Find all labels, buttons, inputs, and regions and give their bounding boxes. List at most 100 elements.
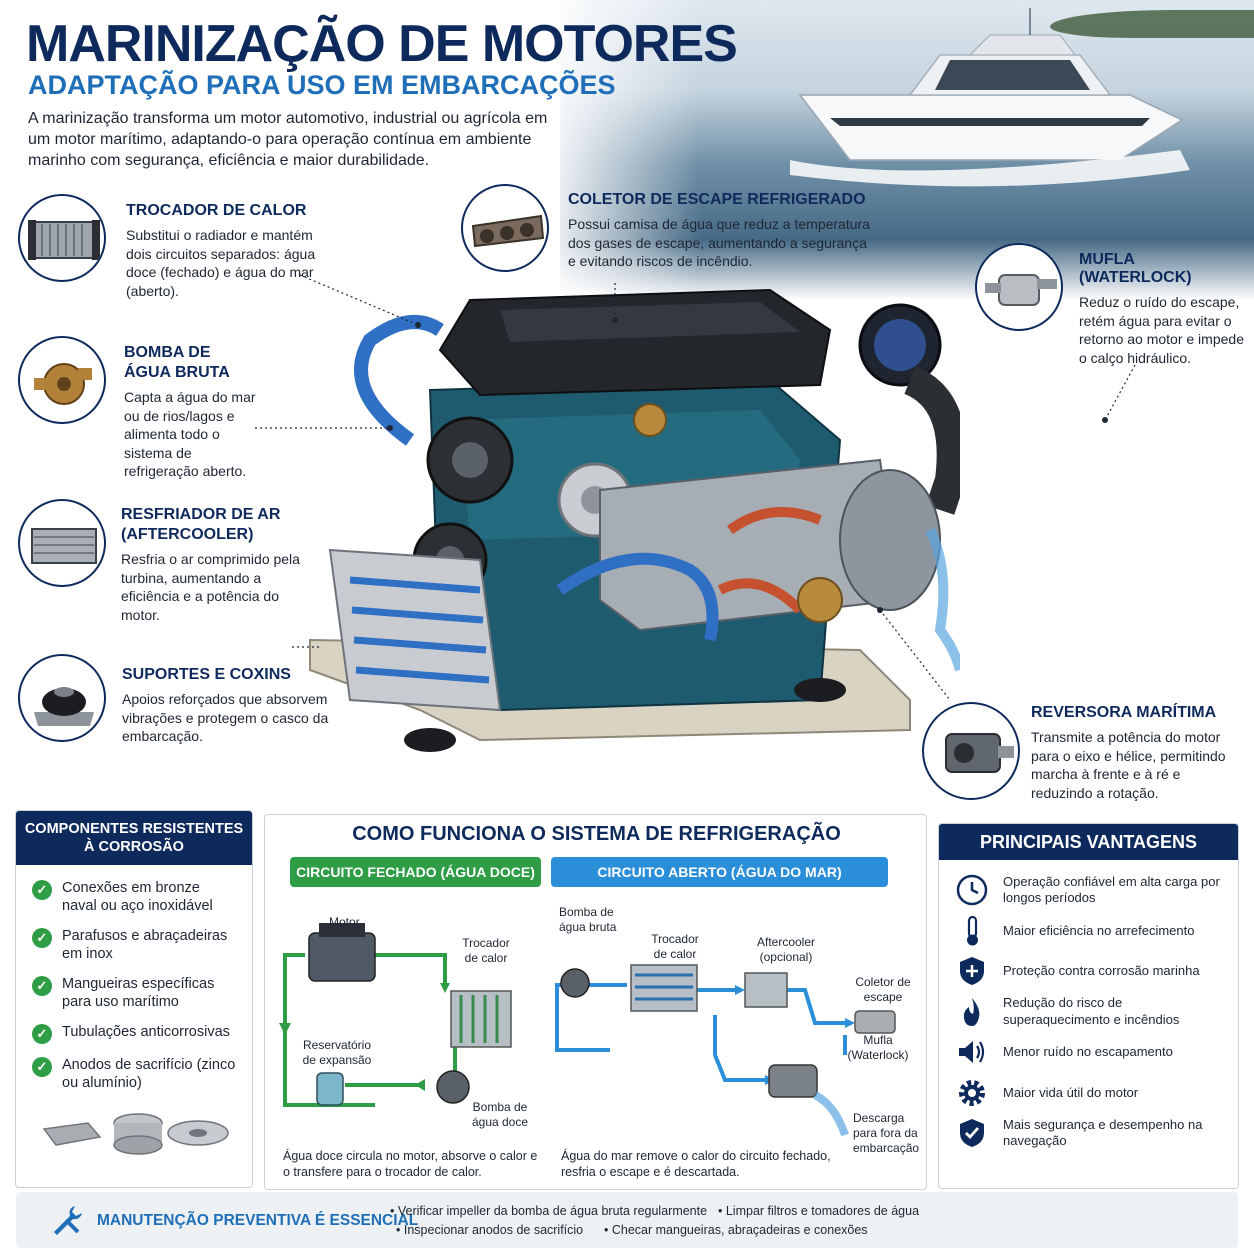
callout-resfriador-title-2: (AFTERCOOLER) xyxy=(121,526,254,543)
callout-trocador-text: Substitui o radiador e mantém dois circu… xyxy=(126,227,316,299)
components-panel-header: COMPONENTES RESISTENTES À CORROSÃO xyxy=(16,811,252,865)
callout-reversora-text: Transmite a potência do motor para o eix… xyxy=(1031,729,1226,801)
speaker-icon xyxy=(955,1035,989,1069)
maintenance-tip-3: • Inspecionar anodos de sacrifício xyxy=(396,1223,584,1237)
callout-mufla-text: Reduz o ruído do escape, retém água para… xyxy=(1079,294,1244,366)
components-list: ✓Conexões em bronze naval ou aço inoxidá… xyxy=(16,865,252,1092)
cooling-panel: COMO FUNCIONA O SISTEMA DE REFRIGERAÇÃO … xyxy=(264,814,927,1190)
engine-mount-thumb xyxy=(18,654,106,742)
callout-bomba: BOMBA DE ÁGUA BRUTA Capta a água do mar … xyxy=(124,344,264,481)
check-icon: ✓ xyxy=(32,976,52,996)
advantages-title: PRINCIPAIS VANTAGENS xyxy=(939,824,1238,860)
raw-water-pump-icon xyxy=(560,968,590,998)
label-descarga: Descarga para fora da embarcação xyxy=(853,1111,920,1155)
callout-trocador: TROCADOR DE CALOR Substitui o radiador e… xyxy=(126,202,336,300)
list-item: ✓Conexões em bronze naval ou aço inoxidá… xyxy=(32,879,238,915)
gear-icon xyxy=(955,1076,989,1110)
list-item: ✓Tubulações anticorrosivas xyxy=(32,1023,238,1044)
wrench-icon xyxy=(54,1206,82,1235)
raw-water-pump-thumb xyxy=(18,336,106,424)
check-icon: ✓ xyxy=(32,1057,52,1077)
leader-lines xyxy=(255,274,1136,701)
advantages-list: Operação confiável em alta carga por lon… xyxy=(939,860,1238,1154)
discharge-icon xyxy=(768,1064,818,1098)
waterlock-icon xyxy=(854,1010,896,1034)
label-motor: Motor xyxy=(329,915,360,929)
clock-icon xyxy=(955,873,989,907)
check-icon: ✓ xyxy=(32,928,52,948)
callout-resfriador-text: Resfria o ar comprimido pela turbina, au… xyxy=(121,551,300,623)
intro-text: A marinização transforma um motor automo… xyxy=(28,110,548,169)
shield-plus-icon xyxy=(955,954,989,988)
callout-coletor-title: COLETOR DE ESCAPE REFRIGERADO xyxy=(568,191,866,208)
callout-suportes-title: SUPORTES E COXINS xyxy=(122,666,291,683)
label-trocador-closed: Trocador de calor xyxy=(462,936,510,965)
open-circuit-caption: Água do mar remove o calor do circuito f… xyxy=(561,1149,831,1179)
label-bomba-closed: Bomba de água doce xyxy=(471,1100,529,1129)
flame-icon xyxy=(955,995,989,1029)
callout-mufla: MUFLA (WATERLOCK) Reduz o ruído do escap… xyxy=(1079,251,1249,367)
components-title-1: COMPONENTES RESISTENTES xyxy=(24,821,244,837)
marine-gearbox-thumb xyxy=(922,702,1020,800)
list-item: ✓Parafusos e abraçadeiras em inox xyxy=(32,927,238,963)
components-panel: COMPONENTES RESISTENTES À CORROSÃO ✓Cone… xyxy=(15,810,253,1188)
open-circuit-diagram xyxy=(555,964,896,1137)
label-bomba-open: Bomba de água bruta xyxy=(559,905,617,934)
expansion-tank-icon xyxy=(316,1072,344,1106)
check-icon: ✓ xyxy=(32,1024,52,1044)
callout-reversora-title: REVERSORA MARÍTIMA xyxy=(1031,704,1217,721)
list-item: Menor ruído no escapamento xyxy=(955,1032,1228,1073)
callout-suportes-text: Apoios reforçados que absorvem vibrações… xyxy=(122,691,329,744)
tab-open-circuit: CIRCUITO ABERTO (ÁGUA DO MAR) xyxy=(551,857,888,887)
callout-bomba-title-2: ÁGUA BRUTA xyxy=(124,364,230,381)
label-mufla: Mufla (Waterlock) xyxy=(847,1033,909,1062)
label-coletor: Coletor de escape xyxy=(855,975,911,1004)
callout-reversora: REVERSORA MARÍTIMA Transmite a potência … xyxy=(1031,704,1241,802)
motor-icon xyxy=(308,932,376,982)
label-reservatorio: Reservatório de expansão xyxy=(302,1038,372,1067)
maintenance-title: MANUTENÇÃO PREVENTIVA É ESSENCIAL xyxy=(97,1212,419,1229)
shoreline xyxy=(1050,10,1254,38)
sacrificial-anodes-illustration xyxy=(42,1113,229,1155)
sea-fade xyxy=(540,0,700,300)
callout-coletor: COLETOR DE ESCAPE REFRIGERADO Possui cam… xyxy=(568,191,878,271)
exhaust-manifold-thumb xyxy=(461,184,549,272)
aftercooler-thumb xyxy=(18,499,106,587)
waterlock-thumb xyxy=(975,243,1063,331)
callout-bomba-title-1: BOMBA DE xyxy=(124,344,211,361)
list-item: ✓Anodos de sacrifício (zinco ou alumínio… xyxy=(32,1056,238,1092)
heat-exchanger-thumb xyxy=(18,194,106,282)
fresh-water-pump-icon xyxy=(436,1070,470,1104)
maintenance-tip-4: • Checar mangueiras, abraçadeiras e cone… xyxy=(604,1223,868,1237)
closed-circuit-caption: Água doce circula no motor, absorve o ca… xyxy=(283,1149,538,1179)
callout-resfriador-title-1: RESFRIADOR DE AR xyxy=(121,506,281,523)
page-subtitle: ADAPTAÇÃO PARA USO EM EMBARCAÇÕES xyxy=(28,70,616,100)
label-trocador-open: Trocador de calor xyxy=(651,932,699,961)
list-item: ✓Mangueiras específicas para uso marítim… xyxy=(32,975,238,1011)
marine-engine-illustration xyxy=(309,288,960,752)
callout-suportes: SUPORTES E COXINS Apoios reforçados que … xyxy=(122,666,332,746)
tab-closed-circuit: CIRCUITO FECHADO (ÁGUA DOCE) xyxy=(290,857,541,887)
list-item: Operação confiável em alta carga por lon… xyxy=(955,870,1228,911)
list-item: Maior vida útil do motor xyxy=(955,1073,1228,1114)
maintenance-footer: MANUTENÇÃO PREVENTIVA É ESSENCIAL • Veri… xyxy=(16,1192,1238,1248)
cooling-title: COMO FUNCIONA O SISTEMA DE REFRIGERAÇÃO xyxy=(352,823,841,845)
check-icon: ✓ xyxy=(32,880,52,900)
aftercooler-icon xyxy=(744,972,788,1008)
boat-illustration xyxy=(790,8,1190,187)
callout-bomba-text: Capta a água do mar ou de rios/lagos e a… xyxy=(124,389,256,479)
page-title: MARINIZAÇÃO DE MOTORES xyxy=(26,15,738,73)
closed-circuit-diagram xyxy=(279,923,512,1107)
list-item: Redução do risco de superaquecimento e i… xyxy=(955,992,1228,1033)
shield-check-icon xyxy=(955,1116,989,1150)
list-item: Maior eficiência no arrefecimento xyxy=(955,911,1228,952)
label-aftercooler: Aftercooler (opcional) xyxy=(756,935,816,964)
callout-mufla-title: MUFLA (WATERLOCK) xyxy=(1079,251,1192,286)
callout-coletor-text: Possui camisa de água que reduz a temper… xyxy=(568,216,870,269)
list-item: Proteção contra corrosão marinha xyxy=(955,951,1228,992)
maintenance-tip-2: • Limpar filtros e tomadores de água xyxy=(718,1204,920,1218)
components-title-2: À CORROSÃO xyxy=(84,839,184,855)
callout-resfriador: RESFRIADOR DE AR (AFTERCOOLER) Resfria o… xyxy=(121,506,301,624)
callout-trocador-title: TROCADOR DE CALOR xyxy=(126,202,307,219)
maintenance-tip-1: • Verificar impeller da bomba de água br… xyxy=(390,1204,708,1218)
